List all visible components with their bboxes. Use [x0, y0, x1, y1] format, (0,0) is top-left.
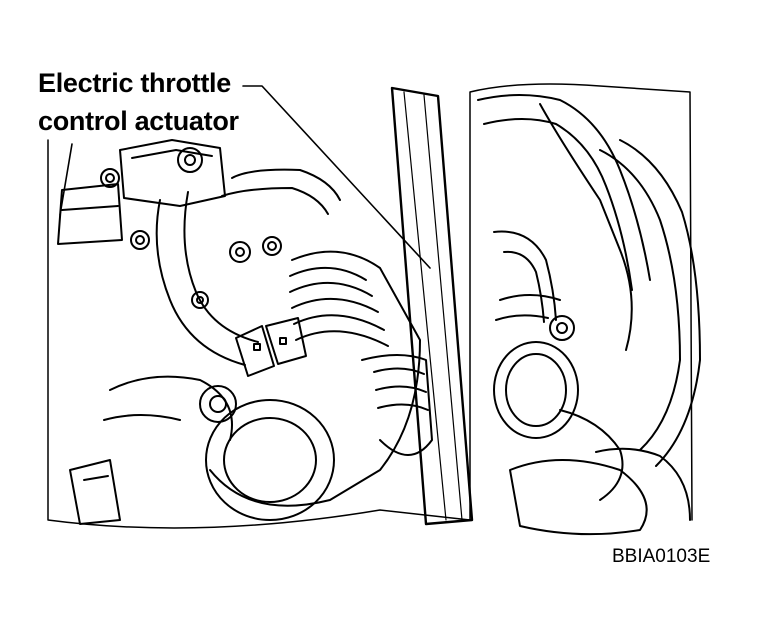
reservoir-tank	[493, 294, 579, 439]
air-intake-duct	[209, 250, 433, 507]
coolant-hose-left	[155, 168, 341, 366]
throttle-actuator-body	[57, 139, 226, 245]
air-cleaner-inlet	[69, 375, 335, 525]
figure-code: BBIA0103E	[612, 546, 711, 567]
drawing-frame	[47, 83, 693, 529]
bolts	[130, 230, 575, 341]
hose-clamps	[235, 317, 307, 377]
lower-right-housing	[509, 447, 691, 536]
right-side-hoses	[477, 94, 701, 501]
callout-label-line1: Electric throttle	[38, 68, 231, 98]
strut-bar	[390, 86, 474, 526]
callout-label-line2: control actuator	[38, 106, 239, 136]
